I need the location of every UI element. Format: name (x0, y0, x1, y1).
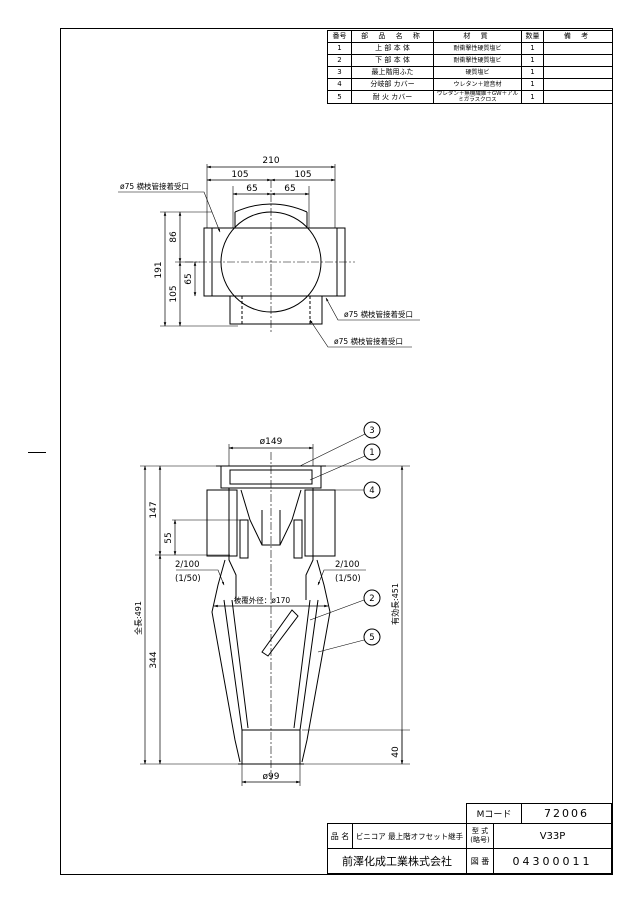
callout-5-circle (363, 628, 381, 646)
binding-mark (28, 452, 46, 453)
dim-lower: 344 (149, 651, 159, 668)
cell-material: ウレタン＋無機繊維＋GW＋アルミガラスクロス (433, 90, 522, 104)
dim-total-width: 210 (262, 156, 279, 166)
dim-height-mid: 65 (184, 273, 194, 284)
slope-right: 2/100 (335, 560, 360, 570)
callout-5: 5 (369, 633, 374, 643)
callout-2-circle (363, 589, 381, 607)
table-row: 1 上 部 本 体 耐衝撃性硬質塩ビ 1 (327, 42, 613, 55)
model-label: 型 式 (471, 827, 489, 835)
drawing-frame (60, 28, 613, 875)
dim-half-left: 105 (231, 170, 248, 180)
company-name: 前澤化成工業株式会社 (327, 848, 467, 874)
slope-left: 2/100 (175, 560, 200, 570)
dim-bottom-dia: ø99 (263, 772, 280, 782)
model-label-sub: (略号) (470, 836, 490, 844)
callout-1-circle (363, 443, 381, 461)
callout-3: 3 (369, 426, 374, 436)
callout-2: 2 (369, 594, 374, 604)
dim-height-lower: 105 (169, 285, 179, 302)
dim-height-upper: 86 (169, 231, 179, 243)
section-view-labels: ø149 147 55 344 全長:491 有効長:451 40 ø99 被覆… (133, 426, 401, 782)
cell-note (543, 90, 613, 104)
model-value: V33P (493, 823, 612, 849)
dim-total-length: 全長:491 (133, 601, 143, 635)
dim-cover-dia: 被覆外径：ø170 (234, 595, 291, 605)
table-row: 3 最上階用ふた 硬質塩ビ 1 (327, 66, 613, 79)
dim-effective-length: 有効長:451 (390, 583, 400, 625)
dim-half-right: 105 (294, 170, 311, 180)
left-branch (206, 489, 238, 557)
drawing-label: 図 番 (466, 848, 494, 874)
dim-branch: 55 (164, 532, 174, 543)
product-name: ビニコア 最上階オフセット継手 (352, 823, 467, 849)
slope-right-alt: (1/50) (335, 574, 361, 584)
top-view (118, 164, 420, 348)
dim-top-dia: ø149 (260, 437, 283, 447)
name-label: 品 名 (327, 823, 353, 849)
right-branch (304, 489, 336, 557)
fire-cover-left (211, 559, 241, 763)
label-inlet-left: ø75 横枝管接着受口 (120, 181, 189, 191)
parts-table: 番号 部 品 名 称 材 質 数量 備 考 1 上 部 本 体 耐衝撃性硬質塩ビ… (327, 30, 613, 104)
fire-cover-right (301, 559, 331, 763)
slope-left-alt: (1/50) (175, 574, 201, 584)
bottom-inlet-socket (229, 295, 323, 325)
model-label-cell: 型 式 (略号) (466, 823, 494, 849)
dim-inner-right: 65 (284, 184, 295, 194)
callout-4: 4 (369, 486, 374, 496)
mcode-value: 72006 (521, 803, 612, 824)
drawing-number: 04300011 (493, 848, 612, 874)
dim-inner-left: 65 (246, 184, 257, 194)
section-view (140, 421, 410, 786)
callout-3-circle (363, 421, 381, 439)
dim-height-total: 191 (154, 261, 164, 278)
dim-upper: 147 (149, 501, 159, 518)
label-inlet-right: ø75 横枝管接着受口 (344, 309, 413, 319)
top-view-labels: 210 105 105 65 65 191 86 105 65 ø75 横枝管接… (120, 156, 413, 346)
table-row: 4 分岐部 カバー ウレタン＋遮音材 1 (327, 78, 613, 91)
table-row: 5 耐 火 カバー ウレタン＋無機繊維＋GW＋アルミガラスクロス 1 (327, 90, 613, 104)
callout-1: 1 (369, 448, 374, 458)
mcode-label: Mコード (466, 803, 522, 824)
internal-baffle (261, 609, 299, 657)
dim-bottom: 40 (391, 746, 401, 758)
label-inlet-bottom: ø75 横枝管接着受口 (334, 336, 403, 346)
